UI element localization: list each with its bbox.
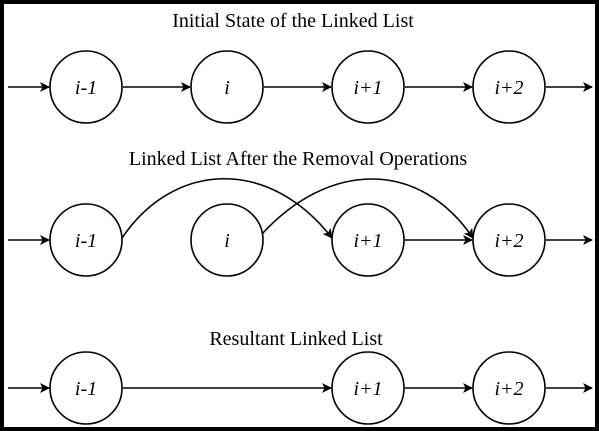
row-initial: i-1 i i+1 i+2 bbox=[8, 50, 593, 124]
node-i-plus-2: i+2 bbox=[472, 50, 546, 124]
row-after-removal: i-1 i i+1 i+2 bbox=[8, 177, 593, 277]
arc-n2-to-n4 bbox=[261, 178, 474, 239]
row-result: i-1 i+1 i+2 bbox=[8, 351, 593, 425]
node-label: i-1 bbox=[75, 77, 97, 99]
node-i-removed: i bbox=[190, 203, 264, 277]
node-i: i bbox=[190, 50, 264, 124]
node-i-plus-1: i+1 bbox=[331, 203, 405, 277]
node-i-plus-1: i+1 bbox=[331, 50, 405, 124]
node-i-minus-1: i-1 bbox=[49, 50, 123, 124]
title-resultant: Resultant Linked List bbox=[209, 328, 383, 350]
node-label: i bbox=[224, 230, 230, 252]
node-label: i-1 bbox=[75, 230, 97, 252]
node-i-plus-2: i+2 bbox=[472, 351, 546, 425]
node-i-minus-1: i-1 bbox=[49, 203, 123, 277]
arc-n1-to-n3 bbox=[121, 177, 333, 239]
node-i-plus-1: i+1 bbox=[331, 351, 405, 425]
node-i-minus-1: i-1 bbox=[49, 351, 123, 425]
title-after-removal: Linked List After the Removal Operations bbox=[129, 148, 467, 170]
node-i-plus-2: i+2 bbox=[472, 203, 546, 277]
node-label: i+2 bbox=[494, 230, 523, 252]
node-label: i-1 bbox=[75, 378, 97, 400]
node-label: i bbox=[224, 77, 230, 99]
title-initial-state: Initial State of the Linked List bbox=[172, 10, 414, 32]
node-label: i+2 bbox=[494, 77, 523, 99]
node-label: i+2 bbox=[494, 378, 523, 400]
node-label: i+1 bbox=[353, 378, 382, 400]
node-label: i+1 bbox=[353, 77, 382, 99]
node-label: i+1 bbox=[353, 230, 382, 252]
